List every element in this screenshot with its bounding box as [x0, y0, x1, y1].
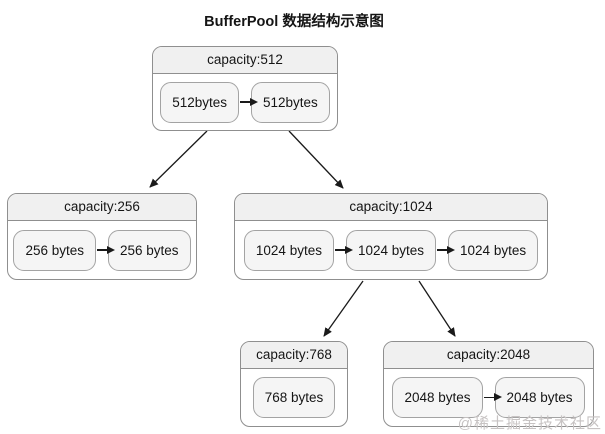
buffer-cell: 2048 bytes	[494, 377, 585, 418]
arrow-right-icon	[240, 98, 258, 105]
node-capacity-256: capacity:256 256 bytes 256 bytes	[7, 193, 197, 280]
buffer-cell: 1024 bytes	[345, 229, 437, 271]
edge-1024-to-768	[323, 280, 364, 337]
node-header: capacity:1024	[235, 194, 547, 221]
buffer-cell: 1024 bytes	[448, 229, 539, 271]
buffer-cell: 256 bytes	[108, 229, 191, 271]
node-capacity-768: capacity:768 768 bytes	[240, 341, 348, 427]
node-header: capacity:768	[241, 342, 347, 369]
node-body: 2048 bytes 2048 bytes	[384, 369, 593, 426]
buffer-cell: 768 bytes	[252, 377, 336, 418]
diagram-title: BufferPool 数据结构示意图	[204, 14, 384, 30]
arrow-right-icon	[97, 246, 115, 253]
node-header: capacity:256	[8, 194, 196, 221]
node-header: capacity:2048	[384, 342, 593, 369]
node-body: 256 bytes 256 bytes	[8, 221, 196, 279]
node-header: capacity:512	[153, 47, 337, 74]
arrow-right-icon	[483, 393, 502, 401]
buffer-cell: 256 bytes	[13, 229, 96, 271]
arrow-right-icon	[437, 246, 456, 253]
watermark: @稀土掘金技术社区	[457, 415, 602, 432]
arrow-right-icon	[334, 246, 353, 253]
buffer-cell: 1024 bytes	[243, 229, 334, 271]
node-body: 768 bytes	[241, 369, 347, 426]
buffer-cell: 512bytes	[251, 81, 330, 123]
node-capacity-512: capacity:512 512bytes 512bytes	[152, 46, 338, 131]
buffer-cell: 2048 bytes	[392, 377, 483, 418]
buffer-cell: 512bytes	[160, 81, 239, 123]
node-body: 512bytes 512bytes	[153, 74, 337, 130]
edge-1024-to-2048	[418, 280, 456, 337]
node-body: 1024 bytes 1024 bytes 1024 bytes	[235, 221, 547, 279]
edge-512-to-256	[149, 130, 208, 188]
edge-512-to-1024	[288, 130, 344, 189]
node-capacity-2048: capacity:2048 2048 bytes 2048 bytes	[383, 341, 594, 427]
node-capacity-1024: capacity:1024 1024 bytes 1024 bytes 1024…	[234, 193, 548, 280]
